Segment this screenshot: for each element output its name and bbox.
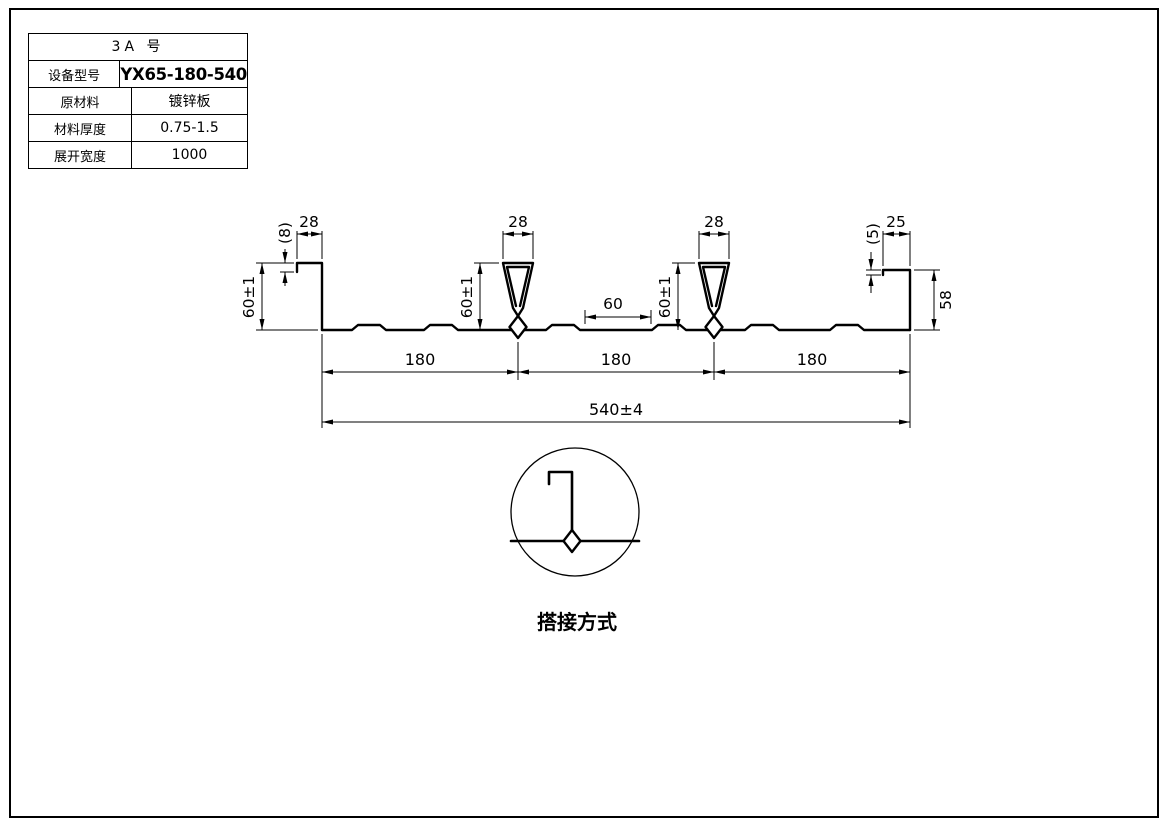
detail-fold-diamond [562,528,582,554]
dim-span1: 180 [405,350,436,369]
lap-joint-detail [509,447,641,577]
spec-label-width: 展开宽度 [29,142,132,168]
ext-left-28 [296,231,323,259]
dim-span3: 180 [797,350,828,369]
spec-table-title: 3A 号 [29,34,247,61]
spec-label-thickness: 材料厚度 [29,115,132,141]
ext-left-60 [256,262,318,331]
ext-rib2-28 [698,231,730,259]
dim-left-28: 28 [299,213,319,231]
spec-table: 3A 号 设备型号 YX65-180-540 原材料 镀锌板 材料厚度 0.75… [28,33,248,169]
dim-left-60: 60±1 [240,276,258,319]
ext-right-25 [882,231,911,266]
rib1 [501,261,535,318]
dim-rib1-60: 60±1 [458,276,476,319]
dim-rib1-28: 28 [508,213,528,231]
profile-outline [295,261,912,340]
rib2-bottom-fold [704,314,724,340]
detail-upper-sheet [547,470,574,532]
spec-label-model: 设备型号 [29,61,121,87]
dimension-lines [259,231,937,425]
spec-row-model: 设备型号 YX65-180-540 [29,61,247,88]
detail-caption: 搭接方式 [537,610,617,634]
dimension-texts: 28 (8) 60±1 28 60±1 60 28 60±1 25 (5) 58… [240,213,955,419]
dim-right-25: 25 [886,213,906,231]
ext-rib1-28 [502,231,534,259]
dim-overall: 540±4 [589,400,643,419]
spec-label-material: 原材料 [29,88,132,114]
spec-row-material: 原材料 镀锌板 [29,88,247,115]
rib1-bottom-fold [508,314,528,340]
spec-value-model: YX65-180-540 [120,64,247,84]
detail-circle [510,447,640,577]
ext-left-lip [280,262,294,273]
extension-lines [256,231,940,428]
ext-right-lip [866,269,881,276]
dim-right-lip: (5) [864,223,882,245]
dim-rib2-28: 28 [704,213,724,231]
spec-row-thickness: 材料厚度 0.75-1.5 [29,115,247,142]
spec-row-width: 展开宽度 1000 [29,142,247,168]
spec-value-width: 1000 [171,147,208,163]
dim-span2: 180 [601,350,632,369]
dim-right-58: 58 [937,290,955,310]
dim-mid-60: 60 [603,295,623,313]
spec-value-thickness: 0.75-1.5 [160,120,219,136]
dim-rib2-60: 60±1 [656,276,674,319]
profile-floor [320,323,912,332]
spec-value-material: 镀锌板 [168,94,211,110]
sheet-border [9,8,1159,818]
ext-bottom [321,334,911,428]
dim-left-lip: (8) [276,222,294,244]
profile-right-end [881,268,912,332]
profile-left-end [295,261,324,332]
rib2 [697,261,731,318]
